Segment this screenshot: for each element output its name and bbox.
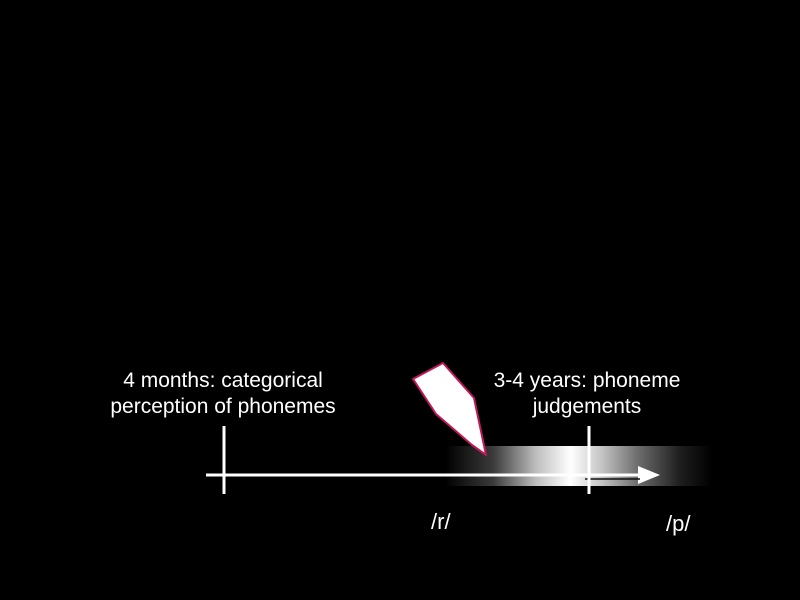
milestone-4-months-label: 4 months: categorical perception of phon… (110, 368, 335, 420)
milestone-3-4-years-line1: 3-4 years: phoneme (493, 369, 681, 392)
perception-gradient-band (445, 446, 712, 486)
milestone-4-months-line1: 4 months: categorical (123, 369, 323, 392)
phoneme-r-label: /r/ (431, 509, 451, 534)
milestone-3-4-years-line2: judgements (532, 395, 642, 418)
milestone-4-months-line2: perception of phonemes (110, 395, 336, 418)
milestone-3-4-years-label: 3-4 years: phoneme judgements (494, 368, 681, 420)
phoneme-p-label: /p/ (666, 511, 691, 536)
pointer-icon (412, 362, 487, 456)
timeline-arrowhead (638, 466, 660, 484)
